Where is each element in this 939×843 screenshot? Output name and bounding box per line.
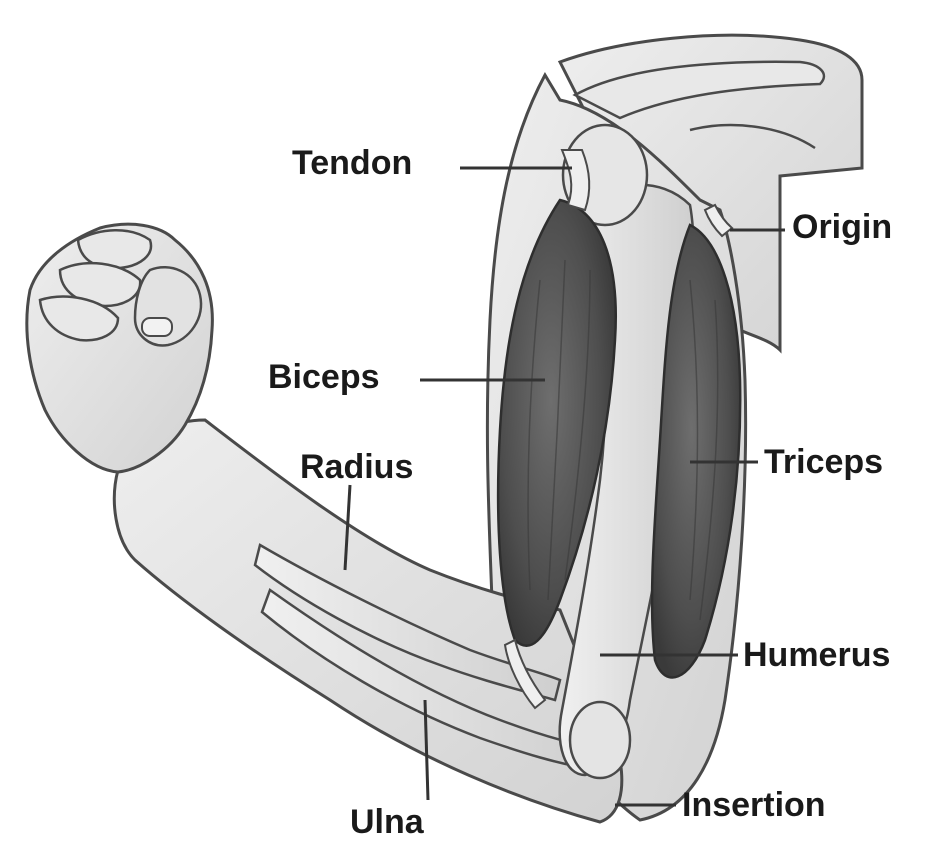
thumbnail — [142, 318, 172, 336]
label-biceps: Biceps — [268, 360, 380, 394]
label-ulna: Ulna — [350, 805, 424, 839]
elbow-joint — [570, 702, 630, 778]
label-insertion: Insertion — [682, 788, 826, 822]
label-tendon: Tendon — [292, 146, 412, 180]
label-humerus: Humerus — [743, 638, 890, 672]
label-origin: Origin — [792, 210, 892, 244]
label-triceps: Triceps — [764, 445, 883, 479]
label-radius: Radius — [300, 450, 413, 484]
